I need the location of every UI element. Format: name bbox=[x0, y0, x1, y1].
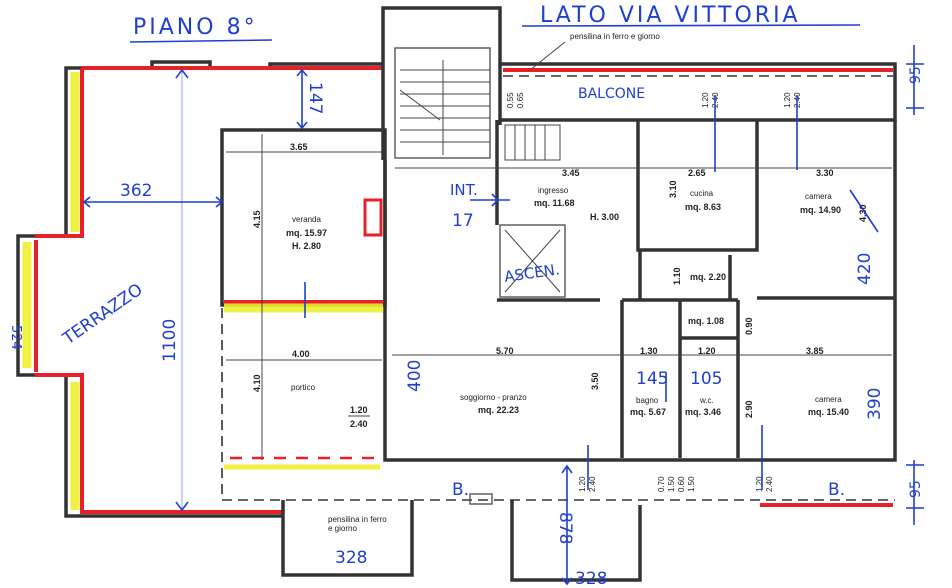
dim-balcony-a1: 0.55 bbox=[506, 92, 515, 108]
entrance-arrow-icon bbox=[470, 193, 510, 207]
street-underline bbox=[521, 24, 861, 27]
bagno-name: bagno bbox=[636, 396, 659, 405]
pensilina-top-label: pensilina in ferro e giorno bbox=[570, 32, 660, 41]
dim-878: 878 bbox=[555, 512, 575, 544]
camera1-name: camera bbox=[805, 192, 832, 201]
portico-name: portico bbox=[291, 383, 316, 392]
camera1-height-dim: 4.30 bbox=[858, 204, 868, 222]
entrance-number: 17 bbox=[452, 211, 474, 231]
cucina-name: cucina bbox=[690, 189, 714, 198]
soggiorno-area: mq. 22.23 bbox=[478, 405, 519, 415]
dim-balcony-b1: 1.20 bbox=[701, 92, 710, 108]
camera2-height-dim: 2.90 bbox=[744, 400, 754, 418]
wc-width: 1.20 bbox=[698, 346, 716, 356]
disimpegno-area: mq. 2.20 bbox=[690, 272, 726, 282]
dim-arrows-1100 bbox=[175, 68, 189, 512]
dim-line-right-bottom bbox=[906, 460, 924, 525]
dim-win3-b: 2.40 bbox=[765, 476, 774, 492]
dim-line-362 bbox=[82, 196, 224, 208]
elevator-label: ASCEN. bbox=[503, 260, 561, 286]
terrace-label: TERRAZZO bbox=[59, 280, 147, 350]
balcony-label: BALCONE bbox=[578, 86, 645, 102]
camera2-area: mq. 15.40 bbox=[808, 407, 849, 417]
portico-win1: 1.20 bbox=[350, 405, 368, 415]
dim-line-878 bbox=[561, 464, 573, 586]
veranda-name: veranda bbox=[292, 215, 321, 224]
ingresso-height: H. 3.00 bbox=[590, 212, 619, 222]
terrace-walls bbox=[16, 60, 383, 518]
window-markers bbox=[714, 95, 798, 172]
ripostiglio-area: mq. 1.08 bbox=[688, 316, 724, 326]
dim-524: 524 bbox=[8, 325, 23, 350]
veranda-portico bbox=[220, 128, 895, 501]
entrance-int-label: INT. bbox=[450, 181, 478, 199]
dim-147: 147 bbox=[305, 82, 325, 114]
dim-balcony-a2: 0.65 bbox=[516, 92, 525, 108]
dim-1100: 1100 bbox=[160, 319, 180, 362]
disimpegno-height-dim: 1.10 bbox=[672, 267, 682, 285]
balcony-label-left: B. bbox=[452, 480, 469, 500]
pensilina-leader bbox=[529, 41, 566, 71]
pensilina-bottom-label-2: e giorno bbox=[328, 524, 357, 533]
camera1-width: 3.30 bbox=[816, 168, 834, 178]
cucina-width: 2.65 bbox=[688, 168, 706, 178]
dim-328-right: 328 bbox=[575, 569, 607, 588]
pensilina-bottom-label-1: pensilina in ferro bbox=[328, 515, 387, 524]
wc-hand-dim: 105 bbox=[690, 369, 722, 389]
dim-win1-b: 2.40 bbox=[588, 476, 597, 492]
street-side-label: LATO VIA VITTORIA bbox=[540, 3, 801, 28]
soggiorno-hand-dim: 400 bbox=[405, 360, 425, 392]
portico-width: 4.00 bbox=[292, 349, 310, 359]
ingresso-width: 3.45 bbox=[562, 168, 580, 178]
plan-title: PIANO 8° bbox=[133, 15, 258, 40]
veranda-area: mq. 15.97 bbox=[286, 228, 327, 238]
camera2-hand-dim: 390 bbox=[865, 388, 885, 420]
dim-right-top: 95 bbox=[908, 66, 924, 84]
camera2-name: camera bbox=[815, 395, 842, 404]
portico-height-dim: 4.10 bbox=[252, 374, 262, 392]
portico-win2: 2.40 bbox=[350, 419, 368, 429]
cucina-area: mq. 8.63 bbox=[685, 202, 721, 212]
ingresso-name: ingresso bbox=[538, 186, 569, 195]
wc-area: mq. 3.46 bbox=[685, 407, 721, 417]
bottom-balconies bbox=[281, 493, 893, 582]
camera2-width: 3.85 bbox=[806, 346, 824, 356]
stair-tower bbox=[381, 6, 561, 161]
dim-right-bottom: 95 bbox=[908, 480, 924, 498]
bagno-hand-dim: 145 bbox=[636, 369, 668, 389]
dim-win2-d: 1.50 bbox=[687, 476, 696, 492]
dim-328-left: 328 bbox=[335, 548, 367, 568]
camera1-area: mq. 14.90 bbox=[800, 205, 841, 215]
ripostiglio-height-dim: 0.90 bbox=[744, 317, 754, 335]
soggiorno-width: 5.70 bbox=[496, 346, 514, 356]
title-underline bbox=[129, 39, 273, 43]
dim-362: 362 bbox=[120, 181, 152, 201]
ingresso-area: mq. 11.68 bbox=[534, 198, 575, 208]
dim-line-147 bbox=[296, 68, 308, 130]
strike-mark bbox=[849, 189, 879, 233]
cucina-height-dim: 3.10 bbox=[668, 180, 678, 198]
soggiorno-name: soggiorno - pranzo bbox=[460, 393, 527, 402]
dim-balcony-c1: 1.20 bbox=[783, 92, 792, 108]
wc-name: w.c. bbox=[699, 396, 714, 405]
balcony-label-right: B. bbox=[828, 480, 845, 500]
bagno-area: mq. 5.67 bbox=[630, 407, 666, 417]
veranda-h: H. 2.80 bbox=[292, 241, 321, 251]
dim-win1-a: 1.20 bbox=[578, 476, 587, 492]
veranda-height-dim: 4.15 bbox=[252, 210, 262, 228]
apartment-walls bbox=[383, 120, 897, 462]
camera1-hand-dim: 420 bbox=[855, 253, 875, 285]
dim-line-right-top bbox=[906, 45, 924, 115]
top-balcony bbox=[500, 62, 897, 122]
dim-win3-a: 1.20 bbox=[755, 476, 764, 492]
window-markers-bottom bbox=[587, 372, 763, 490]
dim-win2-b: 1.50 bbox=[667, 476, 676, 492]
veranda-width: 3.65 bbox=[290, 142, 308, 152]
dim-win2-a: 0.70 bbox=[657, 476, 666, 492]
soggiorno-height-dim: 3.50 bbox=[590, 372, 600, 390]
bagno-width: 1.30 bbox=[640, 346, 658, 356]
dim-win2-c: 0.60 bbox=[677, 476, 686, 492]
